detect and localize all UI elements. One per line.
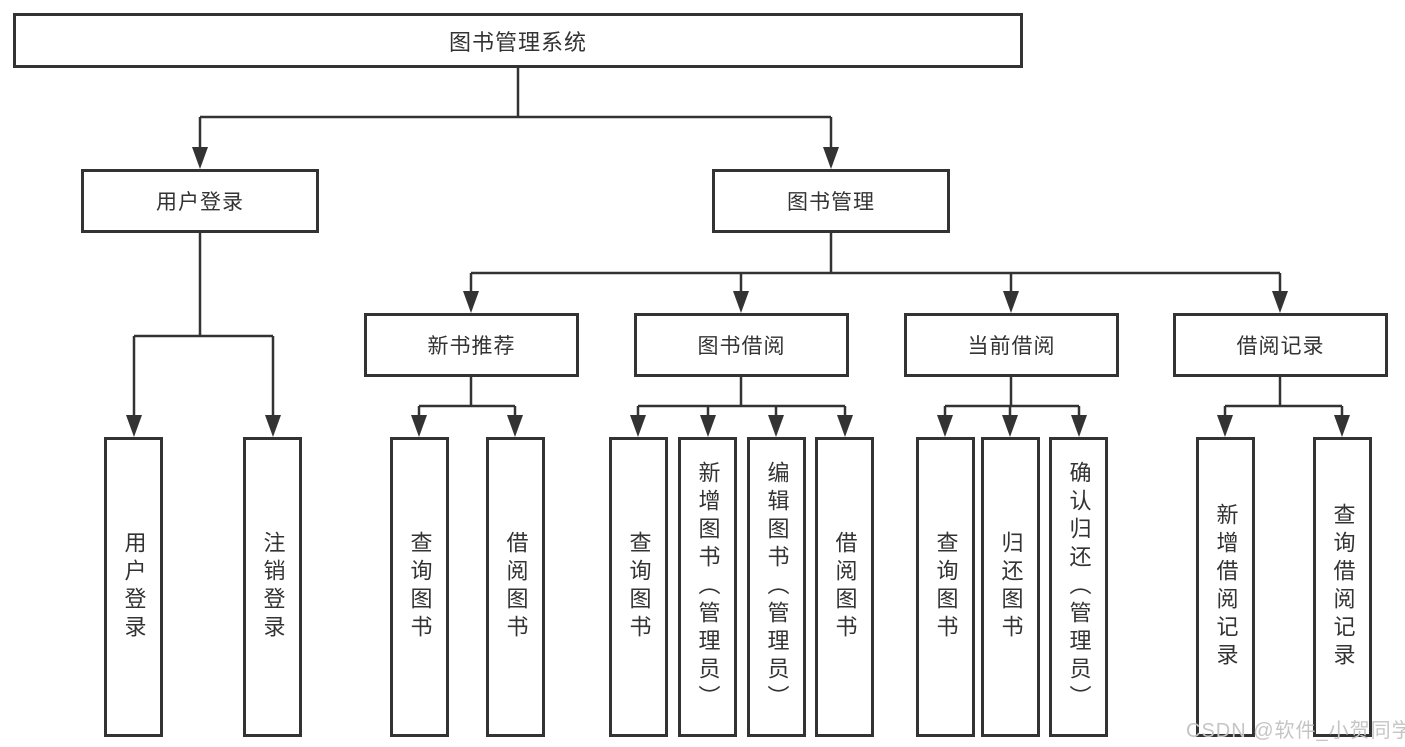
node-label: 查询图书 — [407, 531, 433, 643]
node-label: 编辑图书（管理员） — [764, 461, 790, 713]
arrowhead-icon — [1003, 291, 1019, 313]
node-label: 图书管理系统 — [448, 29, 587, 55]
node-leaf-return-books: 归还图书 — [981, 437, 1040, 737]
arrowhead-icon — [1272, 291, 1288, 313]
node-label: 查询借阅记录 — [1330, 503, 1356, 671]
node-leaf-confirm-return-admin: 确认归还（管理员） — [1049, 437, 1108, 737]
node-leaf-query-books: 查询图书 — [916, 437, 975, 737]
node-leaf-query-books: 查询图书 — [390, 437, 449, 737]
node-leaf-add-books-admin: 新增图书（管理员） — [678, 437, 737, 737]
node-leaf-query-borrow-record: 查询借阅记录 — [1313, 437, 1372, 737]
node-leaf-borrow-books: 借阅图书 — [486, 437, 545, 737]
arrowhead-icon — [265, 415, 281, 437]
node-new-book-recommend: 新书推荐 — [364, 313, 579, 377]
node-label: 借阅图书 — [832, 531, 858, 643]
node-label: 借阅记录 — [1236, 335, 1325, 358]
arrowhead-icon — [126, 415, 142, 437]
csdn-watermark: CSDN @软件_小贺同学 — [1186, 720, 1405, 742]
node-leaf-query-books: 查询图书 — [609, 437, 668, 737]
node-label: 借阅图书 — [503, 531, 529, 643]
arrowhead-icon — [1217, 415, 1233, 437]
node-leaf-borrow-books: 借阅图书 — [815, 437, 874, 737]
node-label: 注销登录 — [260, 531, 286, 643]
node-label: 确认归还（管理员） — [1066, 461, 1092, 713]
node-leaf-edit-books-admin: 编辑图书（管理员） — [747, 437, 806, 737]
node-label: 用户登录 — [156, 191, 244, 214]
node-current-borrowing: 当前借阅 — [904, 313, 1119, 377]
arrowhead-icon — [1002, 415, 1018, 437]
arrowhead-icon — [1071, 415, 1087, 437]
node-label: 当前借阅 — [967, 335, 1056, 358]
arrowhead-icon — [733, 291, 749, 313]
arrowhead-icon — [837, 415, 853, 437]
node-library-management-system: 图书管理系统 — [13, 13, 1023, 68]
node-label: 新增借阅记录 — [1213, 503, 1239, 671]
node-leaf-user-login: 用户登录 — [104, 437, 163, 737]
arrowhead-icon — [937, 415, 953, 437]
node-label: 查询图书 — [626, 531, 652, 643]
node-label: 新书推荐 — [427, 335, 516, 358]
arrowhead-icon — [700, 415, 716, 437]
node-user-login: 用户登录 — [81, 169, 319, 233]
arrowhead-icon — [630, 415, 646, 437]
arrowhead-icon — [463, 291, 479, 313]
arrowheads — [126, 147, 1350, 437]
node-leaf-add-borrow-record: 新增借阅记录 — [1196, 437, 1255, 737]
node-label: 用户登录 — [121, 531, 147, 643]
arrowhead-icon — [1334, 415, 1350, 437]
node-label: 查询图书 — [933, 531, 959, 643]
node-label: 新增图书（管理员） — [695, 461, 721, 713]
arrowhead-icon — [192, 147, 208, 169]
node-label: 归还图书 — [998, 531, 1024, 643]
node-label: 图书管理 — [787, 191, 875, 214]
node-borrowing-records: 借阅记录 — [1173, 313, 1388, 377]
arrowhead-icon — [823, 147, 839, 169]
node-label: 图书借阅 — [697, 335, 786, 358]
arrowhead-icon — [507, 415, 523, 437]
tree-edges — [132, 68, 1344, 418]
node-leaf-logout: 注销登录 — [243, 437, 302, 737]
arrowhead-icon — [768, 415, 784, 437]
node-book-borrowing: 图书借阅 — [634, 313, 849, 377]
arrowhead-icon — [411, 415, 427, 437]
node-book-management: 图书管理 — [712, 169, 950, 233]
